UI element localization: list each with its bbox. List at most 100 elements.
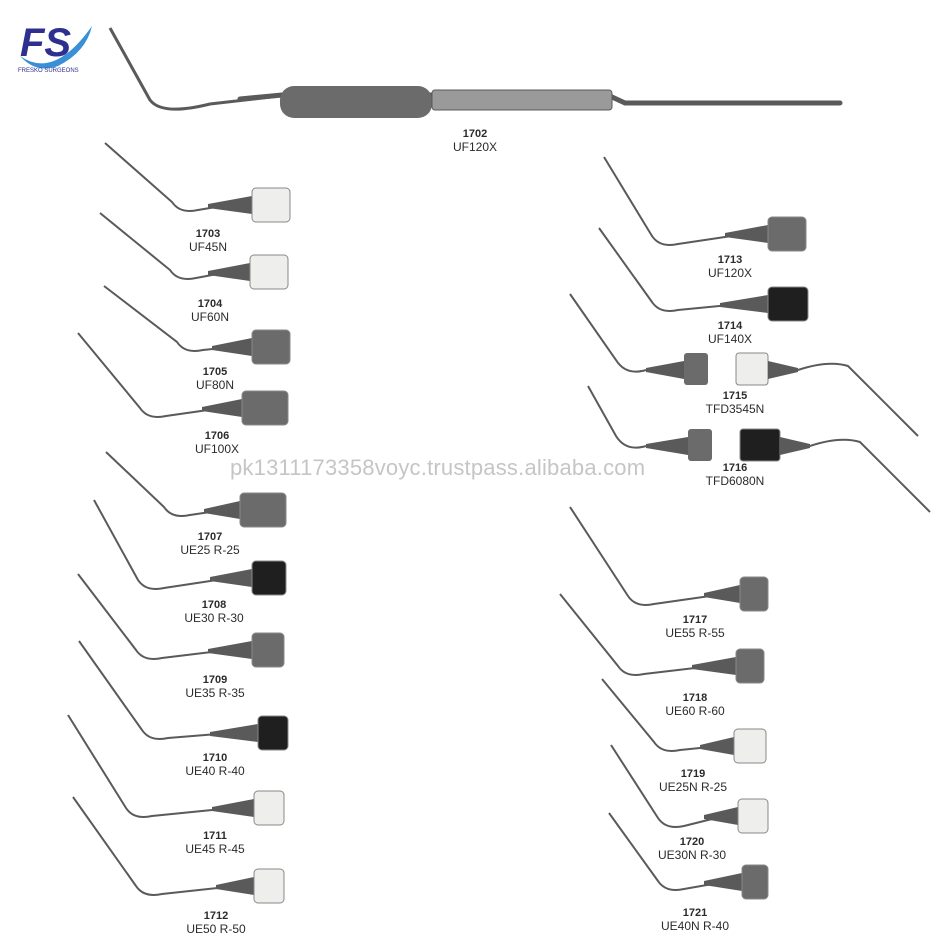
instrument-model: UF100X xyxy=(194,442,240,456)
instrument-code: 1720 xyxy=(679,836,705,848)
instrument-model: UE60 R-60 xyxy=(665,704,725,718)
logo-monogram: FS xyxy=(20,21,71,65)
instrument-tip xyxy=(67,714,233,818)
instrument-ferrule xyxy=(700,737,734,755)
instrument-model: UF140X xyxy=(707,332,753,346)
instrument-handle xyxy=(251,329,291,365)
instrument-1719 xyxy=(601,678,767,764)
instrument-model: UF60N xyxy=(190,310,229,324)
instrument-ferrule xyxy=(720,295,768,313)
instrument-1721 xyxy=(608,812,769,900)
instrument-tip xyxy=(105,451,225,517)
instrument-1707 xyxy=(105,451,287,528)
instrument-model: UE30N R-30 xyxy=(657,848,727,862)
instrument-handle xyxy=(251,560,287,596)
instrument-handle xyxy=(239,492,287,528)
instrument-ferrule xyxy=(216,877,254,895)
instrument-code: 1702 xyxy=(462,128,488,140)
instrument-model: UF120X xyxy=(707,266,753,280)
instrument-model: UE25N R-25 xyxy=(658,780,728,794)
instrument-tip xyxy=(104,142,229,212)
instrument-tip xyxy=(103,285,233,352)
instrument-code: 1717 xyxy=(682,614,708,626)
instrument-tip-left xyxy=(569,293,647,373)
instrument-tip xyxy=(569,506,725,606)
instrument-model: UE40 R-40 xyxy=(185,764,245,778)
instrument-ferrule-right xyxy=(780,437,810,455)
instrument-tip xyxy=(610,744,725,828)
instrument-ferrule xyxy=(210,724,258,742)
instrument-ferrule xyxy=(208,641,252,659)
instrument-handle xyxy=(253,790,285,826)
instrument-1706 xyxy=(77,332,289,426)
instrument-handle xyxy=(733,728,767,764)
logo-tagline: FRESKO SURGEONS xyxy=(18,68,79,74)
instrument-handle xyxy=(737,798,769,834)
instrument-handle-right xyxy=(739,428,781,462)
instrument-model: UE45 R-45 xyxy=(185,842,245,856)
instrument-model: UE30 R-30 xyxy=(184,611,244,625)
instrument-tip-right xyxy=(797,362,919,437)
instrument-1705 xyxy=(103,285,291,365)
instrument-ferrule xyxy=(204,501,240,519)
instrument-code: 1707 xyxy=(197,531,223,543)
instrument-code: 1712 xyxy=(203,910,229,922)
instrument-code: 1713 xyxy=(717,254,743,266)
instrument-ferrule xyxy=(725,225,768,243)
instrument-tip-right xyxy=(809,438,931,513)
instrument-model: UE55 R-55 xyxy=(665,626,725,640)
instrument-ferrule xyxy=(208,263,250,281)
instrument-ferrule-left xyxy=(646,361,684,379)
instrument-code: 1706 xyxy=(204,430,230,442)
instrument-tip xyxy=(559,593,713,676)
instrument-model: UE25 R-25 xyxy=(180,543,240,557)
instrument-model: UF120X xyxy=(452,140,498,154)
instrument-tip xyxy=(601,678,721,752)
instrument-sleeve xyxy=(431,89,613,111)
instrument-ferrule xyxy=(692,657,736,675)
instrument-tip xyxy=(77,573,229,660)
instrument-handle-left xyxy=(684,353,708,385)
instrument-tip xyxy=(608,812,725,891)
instrument-handle xyxy=(739,576,769,612)
instrument-handle xyxy=(251,187,291,223)
instrument-handle xyxy=(767,286,809,322)
instrument-tip xyxy=(77,332,223,418)
instrument-code: 1715 xyxy=(722,390,748,402)
instrument-tip xyxy=(603,156,746,246)
instrument-code: 1714 xyxy=(717,320,743,332)
instrument-1720 xyxy=(610,744,769,834)
instrument-code: 1704 xyxy=(197,298,223,310)
instrument-1711 xyxy=(67,714,285,826)
instrument-code: 1705 xyxy=(202,366,228,378)
instrument-1717 xyxy=(569,506,769,612)
instrument-code: 1718 xyxy=(682,692,708,704)
instrument-handle xyxy=(741,864,769,900)
instrument-model: UE50 R-50 xyxy=(186,922,246,936)
instrument-ferrule xyxy=(704,873,742,891)
instrument-model: UF45N xyxy=(188,240,227,254)
instrument-ferrule xyxy=(704,585,740,603)
instrument-tip xyxy=(93,499,231,590)
instrument-ferrule-left xyxy=(646,437,688,455)
instrument-tip-left xyxy=(587,385,647,449)
instrument-ferrule xyxy=(210,569,252,587)
instrument-code: 1709 xyxy=(202,674,228,686)
instrument-1715 xyxy=(569,293,919,437)
instrument-model: UE40N R-40 xyxy=(660,919,730,933)
instrument-1713 xyxy=(603,156,807,252)
